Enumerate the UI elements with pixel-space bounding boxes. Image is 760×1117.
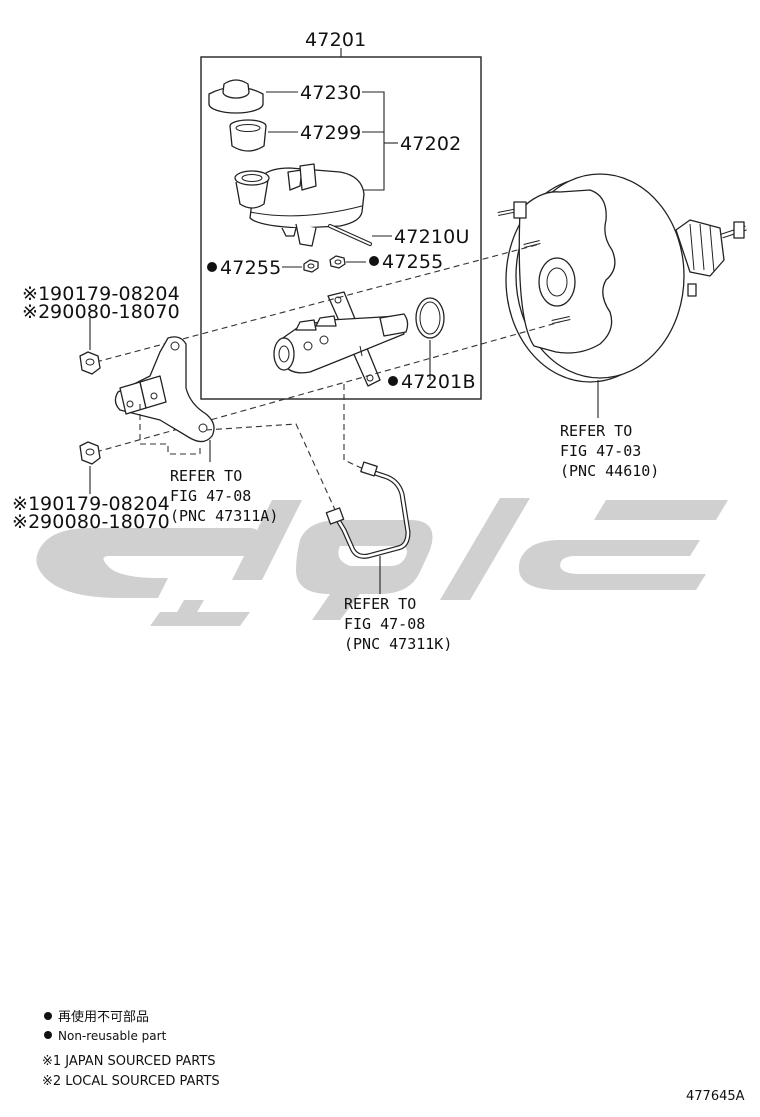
bolt-top-mark1: ※1 — [22, 283, 50, 305]
brake-booster-illustration — [497, 173, 747, 383]
refer-booster-line1[interactable]: REFER TO — [560, 422, 632, 440]
reservoir-tank-illustration — [234, 163, 365, 247]
bolt-top-num2[interactable]: 90080-18070 — [50, 301, 180, 323]
refer-bracket-line2[interactable]: FIG 47-08 — [170, 487, 251, 505]
bolt-bottom-mark2: ※2 — [12, 511, 40, 533]
refer-tube-line1[interactable]: REFER TO — [344, 595, 416, 613]
bolt-top-illustration — [79, 351, 101, 375]
bolt-top-num1[interactable]: 90179-08204 — [50, 283, 180, 305]
non-reusable-bullet-icon — [388, 376, 398, 386]
legend-note-local: ※2 LOCAL SOURCED PARTS — [42, 1074, 220, 1089]
pin-illustration — [328, 224, 372, 246]
legend-bullet-en: Non-reusable part — [58, 1029, 167, 1043]
bolt-bottom-illustration — [79, 441, 101, 465]
o-ring-illustration — [415, 297, 445, 339]
bolt-bottom-num1[interactable]: 90179-08204 — [40, 493, 170, 515]
part-47255-left[interactable]: 47255 — [220, 257, 281, 279]
bolt-top-mark2: ※2 — [22, 301, 50, 323]
refer-booster-line2[interactable]: FIG 47-03 — [560, 442, 641, 460]
non-reusable-bullet-icon — [369, 256, 379, 266]
legend-bullet-icon — [44, 1031, 52, 1039]
part-47255-right[interactable]: 47255 — [382, 251, 443, 273]
legend-bullet-icon — [44, 1012, 52, 1020]
brake-tube-illustration — [325, 461, 411, 559]
part-47299[interactable]: 47299 — [300, 122, 361, 144]
part-47202[interactable]: 47202 — [400, 133, 461, 155]
refer-tube-line2[interactable]: FIG 47-08 — [344, 615, 425, 633]
alignment-line-lower — [95, 321, 561, 453]
nut-right-illustration — [329, 255, 346, 269]
bolt-bottom-num2[interactable]: 90080-18070 — [40, 511, 170, 533]
legend: 再使用不可部品 Non-reusable part ※1 JAPAN SOURC… — [42, 1009, 220, 1089]
bolt-bottom-mark1: ※1 — [12, 493, 40, 515]
nut-left-illustration — [303, 259, 319, 273]
master-cylinder-illustration — [273, 291, 409, 387]
non-reusable-bullet-icon — [207, 262, 217, 272]
watermark-logo — [36, 498, 728, 626]
refer-booster-line3[interactable]: (PNC 44610) — [560, 462, 659, 480]
part-47210U[interactable]: 47210U — [394, 226, 470, 248]
part-47201B[interactable]: 47201B — [401, 371, 476, 393]
figure-code: 477645A — [686, 1089, 745, 1104]
part-47230[interactable]: 47230 — [300, 82, 361, 104]
reservoir-cap-illustration — [208, 79, 264, 114]
refer-tube-line3[interactable]: (PNC 47311K) — [344, 635, 452, 653]
strainer-illustration — [229, 119, 267, 152]
legend-note-japan: ※1 JAPAN SOURCED PARTS — [42, 1054, 216, 1069]
legend-bullet-jp: 再使用不可部品 — [58, 1009, 149, 1025]
alignment-line-upper — [95, 243, 541, 363]
refer-bracket-line3[interactable]: (PNC 47311A) — [170, 507, 278, 525]
assembly-label-47201[interactable]: 47201 — [305, 29, 366, 51]
refer-bracket-line1[interactable]: REFER TO — [170, 467, 242, 485]
